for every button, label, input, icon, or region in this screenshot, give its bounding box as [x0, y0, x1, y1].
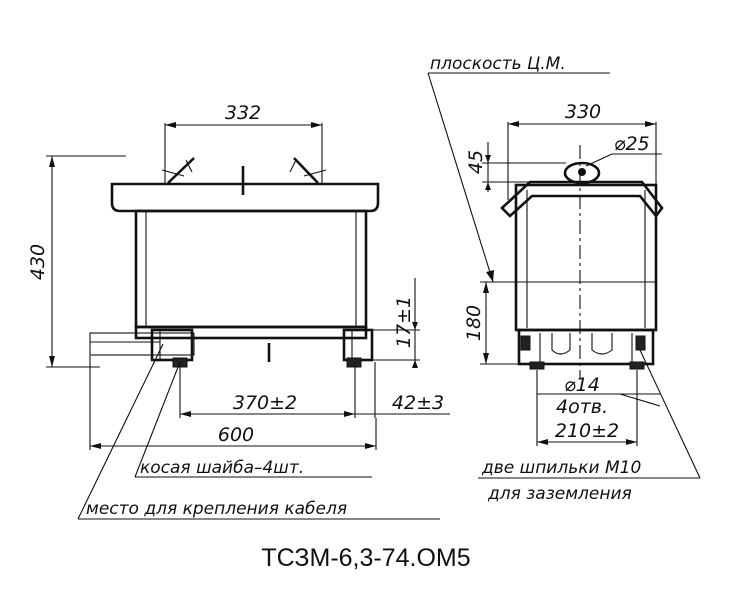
drawing-title: ТСЗМ-6,3-74.ОМ5	[261, 544, 470, 572]
grounding-stud-right	[635, 335, 646, 351]
front-lid	[110, 182, 380, 213]
side-washer-right	[629, 361, 645, 370]
side-lifting-eye	[563, 161, 601, 185]
side-base	[517, 328, 655, 366]
front-left-foot	[150, 328, 194, 362]
oblique-washer-right	[346, 357, 362, 368]
front-view	[89, 157, 380, 368]
front-dimensions: 332 430 17±1 370±2 42±3 600	[27, 102, 450, 450]
dim-hole-count: 4отв.	[556, 396, 608, 418]
note-grounding-studs-line1: две шпильки М10	[481, 458, 641, 478]
front-body	[134, 209, 368, 329]
dim-top-offset: 45	[465, 150, 487, 174]
dim-side-width: 330	[565, 101, 601, 123]
note-cable-mount: место для крепления кабеля	[86, 499, 347, 519]
side-notes: плоскость Ц.М. две шпильки М10 для зазем…	[427, 54, 701, 504]
side-washer-left	[529, 361, 545, 370]
dim-side-mount-spacing: 210±2	[555, 420, 619, 442]
dim-length: 600	[218, 424, 254, 446]
dim-top-width: 332	[225, 102, 261, 124]
dim-hole-diameter: ⌀14	[564, 374, 600, 396]
front-notes: косая шайба–4шт. место для крепления каб…	[77, 343, 440, 520]
dim-foot-offset: 42±3	[392, 392, 444, 414]
side-dimensions: 330 45 ⌀25 180 ⌀14 4отв. 210±2	[463, 101, 662, 446]
front-right-foot	[342, 328, 374, 362]
side-view	[500, 145, 664, 378]
dim-eye-diameter: ⌀25	[614, 133, 650, 155]
note-oblique-washer: косая шайба–4шт.	[140, 458, 304, 478]
cable-mount-skid	[89, 332, 195, 356]
dim-center-height: 180	[463, 305, 485, 341]
note-center-of-mass-plane: плоскость Ц.М.	[430, 54, 566, 74]
side-lid	[500, 180, 664, 219]
dim-mount-spacing: 370±2	[233, 392, 297, 414]
note-grounding-studs-line2: для заземления	[487, 484, 632, 504]
side-body	[514, 183, 658, 332]
dim-height: 430	[27, 244, 49, 280]
grounding-stud-left	[520, 335, 531, 351]
dim-foot-height: 17±1	[393, 296, 415, 348]
